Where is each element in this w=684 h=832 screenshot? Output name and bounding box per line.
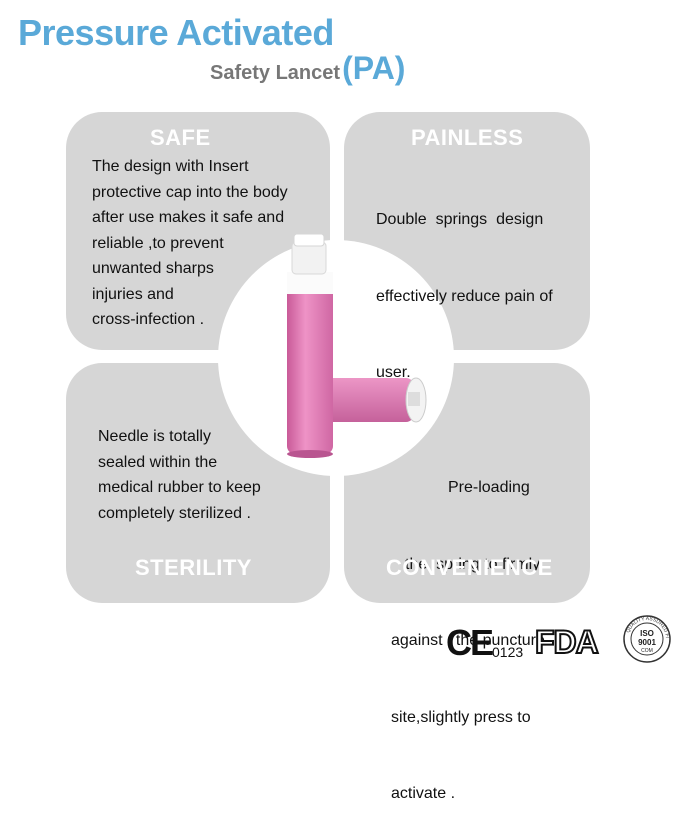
ce-mark-icon: CE bbox=[446, 622, 494, 664]
iso-com: COM bbox=[641, 648, 653, 654]
lancet-illustration bbox=[287, 233, 427, 458]
sterility-line: medical rubber to keep bbox=[98, 479, 261, 496]
painless-heading: PAINLESS bbox=[411, 125, 524, 150]
painless-line: Double springs design bbox=[376, 211, 544, 228]
page-subtitle: Safety Lancet(PA) bbox=[210, 50, 405, 87]
painless-line: effectively reduce pain of bbox=[376, 287, 553, 305]
safe-line: injuries and bbox=[92, 285, 174, 303]
sterility-description: Needle is totally sealed within the medi… bbox=[98, 424, 298, 526]
safe-description: The design with Insert protective cap in… bbox=[92, 154, 322, 333]
fda-logo-text: FDA bbox=[534, 623, 600, 661]
painless-line: user. bbox=[376, 364, 411, 381]
iso-text: ISO bbox=[640, 629, 654, 638]
safe-line: after use makes it safe and bbox=[92, 209, 285, 226]
sterility-line: Needle is totally bbox=[98, 428, 211, 445]
convenience-line: site,slightly press to bbox=[391, 708, 531, 726]
iso-number: 9001 bbox=[638, 638, 656, 647]
sterility-line: sealed within the bbox=[98, 453, 218, 471]
iso-9001-seal-icon: QUALITY ASSURED FIRM ISO 9001 COM bbox=[622, 614, 671, 663]
subtitle-text: Safety Lancet bbox=[210, 62, 341, 84]
ce-mark-text: CE bbox=[446, 622, 494, 663]
convenience-line: Pre-loading bbox=[448, 479, 530, 496]
convenience-heading: CONVENIENCE bbox=[386, 555, 553, 580]
fda-logo-icon: FDA bbox=[534, 623, 600, 661]
sterility-heading: STERILITY bbox=[135, 555, 252, 580]
ce-number: 0123 bbox=[492, 644, 524, 660]
safe-line: protective cap into the body bbox=[92, 183, 288, 201]
page-title: Pressure Activated bbox=[18, 12, 334, 53]
safe-line: unwanted sharps bbox=[92, 260, 214, 277]
safe-line: The design with Insert bbox=[92, 158, 249, 175]
safe-heading: SAFE bbox=[150, 125, 211, 150]
painless-description: Double springs design effectively reduce… bbox=[376, 156, 586, 411]
convenience-line: activate . bbox=[391, 785, 456, 802]
convenience-line: the spring to firmly bbox=[405, 555, 541, 573]
safe-line: reliable ,to prevent bbox=[92, 234, 224, 252]
subtitle-suffix: (PA) bbox=[342, 50, 406, 86]
sterility-line: completely sterilized . bbox=[98, 504, 251, 522]
safe-line: cross-infection . bbox=[92, 311, 205, 328]
convenience-line: against the puncture bbox=[391, 632, 545, 649]
